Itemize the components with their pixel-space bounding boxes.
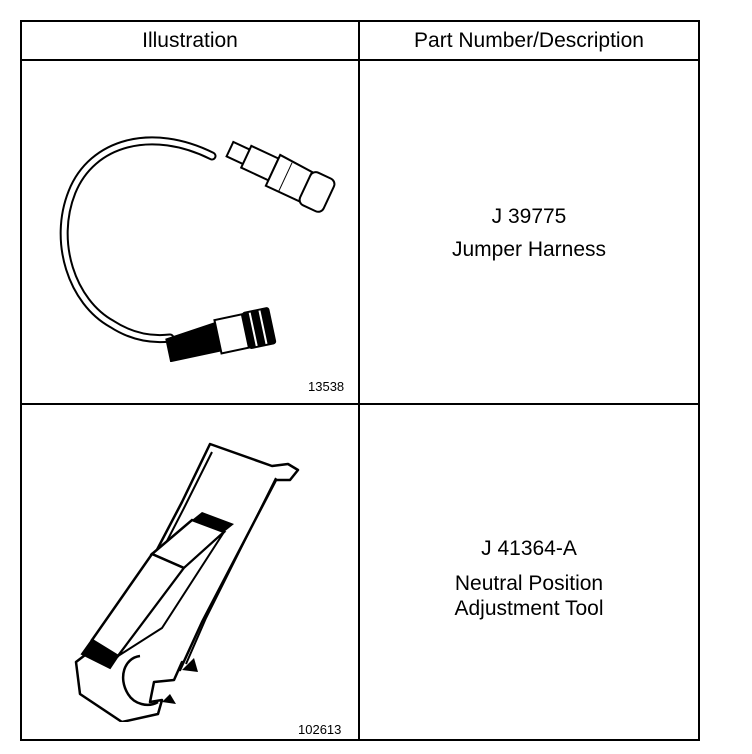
description-line: Neutral Position: [454, 572, 604, 595]
header-divider: [22, 59, 698, 61]
header-part-number: Part Number/Description: [414, 29, 644, 52]
special-tools-table: Illustration Part Number/Description: [20, 20, 700, 741]
part-number: J 39775: [491, 205, 567, 228]
jumper-harness-drawing: [59, 136, 336, 362]
part-description: J 41364-A Neutral Position Adjustment To…: [360, 536, 698, 621]
description-line: Jumper Harness: [451, 238, 607, 261]
description-line: Adjustment Tool: [454, 597, 604, 620]
part-description: J 39775 Jumper Harness: [360, 204, 698, 262]
figure-number: 13538: [308, 379, 345, 394]
figure-number: 102613: [298, 722, 342, 737]
adjustment-tool-drawing: [74, 442, 300, 722]
part-number: J 41364-A: [481, 537, 577, 560]
header-illustration: Illustration: [142, 29, 238, 52]
column-divider: [358, 22, 360, 739]
row-divider: [22, 403, 698, 405]
